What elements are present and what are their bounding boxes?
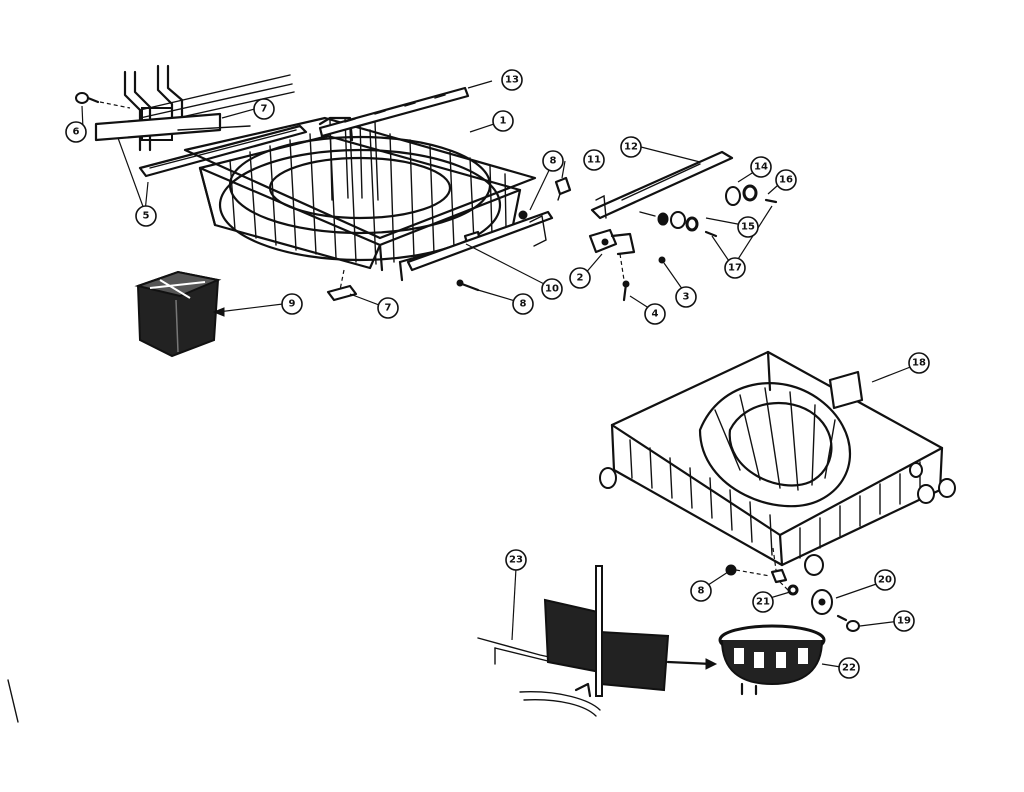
callout-18: 18 — [908, 352, 930, 374]
svg-text:16: 16 — [779, 175, 793, 186]
svg-text:2: 2 — [577, 273, 584, 284]
callout-5: 5 — [135, 205, 157, 227]
screw-8-upper — [518, 210, 528, 220]
svg-text:5: 5 — [143, 211, 150, 222]
svg-text:3: 3 — [683, 292, 690, 303]
screw-4 — [622, 280, 630, 302]
callout-1: 1 — [492, 110, 514, 132]
callout-16: 16 — [775, 169, 797, 191]
svg-text:13: 13 — [505, 75, 519, 86]
callout-9: 9 — [281, 293, 303, 315]
rail-guard — [138, 124, 308, 178]
svg-text:8: 8 — [550, 156, 557, 167]
callout-8-mid: 8 — [512, 293, 534, 315]
callout-23: 23 — [505, 549, 527, 571]
screw-8-lower — [456, 279, 480, 292]
callout-20: 20 — [874, 569, 896, 591]
svg-text:8: 8 — [698, 586, 705, 597]
screw-8-lower-rack — [725, 564, 771, 577]
callout-2: 2 — [569, 267, 591, 289]
callout-4: 4 — [644, 303, 666, 325]
stop-clip-11 — [554, 176, 572, 201]
callout-17: 17 — [724, 257, 746, 279]
svg-text:7: 7 — [261, 104, 268, 115]
svg-text:17: 17 — [728, 263, 742, 274]
callout-7-lower: 7 — [377, 297, 399, 319]
svg-text:1: 1 — [500, 116, 507, 127]
callout-15: 15 — [737, 216, 759, 238]
clip-7 — [326, 284, 358, 302]
tub-wall-bracket — [94, 64, 295, 152]
svg-text:8: 8 — [520, 299, 527, 310]
svg-text:18: 18 — [912, 358, 926, 369]
washer-21 — [787, 584, 799, 596]
roller-bracket-2 — [588, 228, 636, 256]
svg-text:10: 10 — [545, 284, 559, 295]
svg-text:20: 20 — [878, 575, 892, 586]
callout-3: 3 — [675, 286, 697, 308]
track-12 — [590, 150, 734, 220]
roller-assembly — [639, 184, 778, 238]
scan-mark — [7, 679, 19, 723]
callout-8-lower-rack: 8 — [690, 580, 712, 602]
shield-23 — [477, 565, 718, 717]
svg-text:4: 4 — [652, 309, 659, 320]
callout-12: 12 — [620, 136, 642, 158]
track-10 — [406, 210, 554, 272]
screw-19 — [836, 614, 860, 632]
lower-rack — [599, 350, 956, 576]
svg-text:12: 12 — [624, 142, 638, 153]
svg-text:15: 15 — [741, 222, 755, 233]
callout-13: 13 — [501, 69, 523, 91]
callout-7-upper: 7 — [253, 98, 275, 120]
screw-3 — [658, 256, 666, 264]
svg-text:14: 14 — [754, 162, 768, 173]
wheel-20 — [811, 589, 833, 615]
callout-19: 19 — [893, 610, 915, 632]
cutlery-basket-9 — [134, 270, 222, 358]
callout-8-top: 8 — [542, 150, 564, 172]
callout-6: 6 — [65, 121, 87, 143]
callout-10: 10 — [541, 278, 563, 300]
svg-text:9: 9 — [289, 299, 296, 310]
clip-21 — [770, 568, 791, 593]
callout-21: 21 — [752, 591, 774, 613]
svg-text:6: 6 — [73, 127, 80, 138]
svg-text:23: 23 — [509, 555, 523, 566]
svg-text:11: 11 — [587, 155, 601, 166]
callout-22: 22 — [838, 657, 860, 679]
lower-basket-22 — [718, 624, 826, 696]
svg-text:21: 21 — [756, 597, 770, 608]
screw-6 — [75, 92, 131, 109]
track-13 — [318, 86, 470, 138]
svg-text:22: 22 — [842, 663, 856, 674]
callout-11: 11 — [583, 149, 605, 171]
callout-14: 14 — [750, 156, 772, 178]
svg-text:19: 19 — [897, 616, 911, 627]
svg-text:7: 7 — [385, 303, 392, 314]
